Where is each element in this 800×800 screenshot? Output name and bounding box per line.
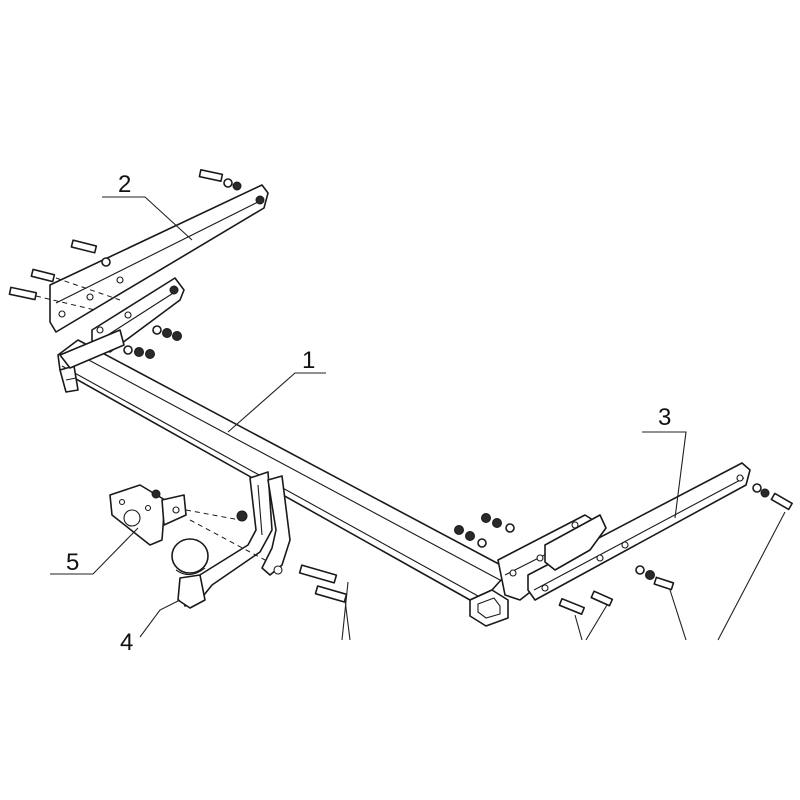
tow-ball-assembly [171, 471, 348, 609]
right-bracket-assembly [527, 462, 793, 616]
right-bracket-fasteners [558, 483, 793, 616]
left-bracket-assembly [8, 168, 269, 359]
left-bracket-bolts [8, 168, 242, 359]
tow-ball [171, 538, 209, 574]
right-inner-plate [544, 514, 607, 571]
left-outer-plate [49, 184, 269, 333]
main-beam [57, 329, 597, 627]
callout-4: 4 [120, 629, 133, 656]
right-outer-plate [527, 462, 751, 601]
socket-plate-assembly [109, 484, 241, 546]
callout-2: 2 [118, 171, 131, 198]
callout-1: 1 [302, 347, 315, 374]
leader-lines [50, 196, 786, 641]
callout-5: 5 [66, 549, 79, 576]
beam-right-fasteners [454, 513, 515, 548]
callout-3: 3 [658, 404, 671, 431]
